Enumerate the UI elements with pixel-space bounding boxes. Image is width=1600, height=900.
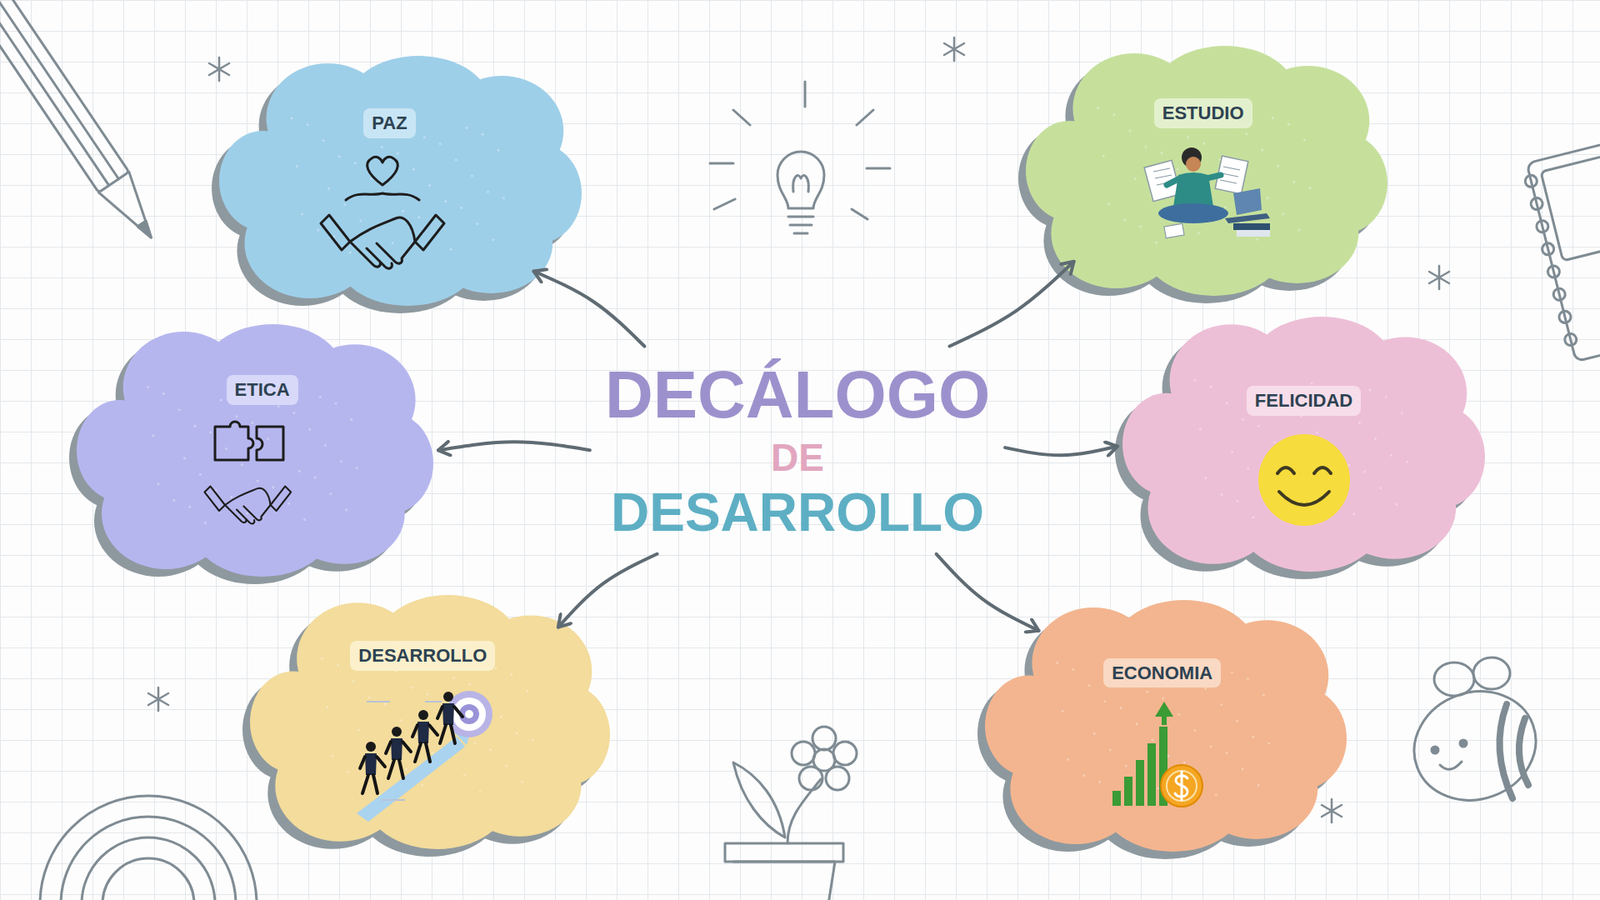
arrow-connector <box>949 261 1074 347</box>
arrow-connector <box>558 554 658 628</box>
cloud-shadow <box>242 602 603 857</box>
cloud-label: ETICA <box>226 375 299 405</box>
arrow-connector <box>438 441 590 450</box>
rainbow-doodle <box>40 795 257 900</box>
title-text: DESARROLLO <box>605 480 990 545</box>
cloud-fill <box>76 324 434 577</box>
cloud-fill <box>250 595 610 850</box>
cloud-texture <box>146 385 358 525</box>
cloud-shape <box>1025 45 1388 296</box>
cloud-fill <box>1025 45 1388 296</box>
cloud-node: FELICIDAD <box>1122 316 1485 572</box>
cloud-node: ECONOMIA <box>985 600 1347 852</box>
cloud-shape <box>985 600 1347 852</box>
pencil-doodle <box>0 0 167 248</box>
flowerpot-doodle <box>725 726 857 900</box>
title-text: DECÁLOGO <box>605 355 990 435</box>
cloud-texture <box>1194 379 1409 519</box>
study-illustration <box>1144 147 1270 239</box>
cloud-node: DESARROLLO <box>250 595 610 850</box>
arrow-connector <box>1005 446 1118 456</box>
bee-doodle <box>1399 657 1552 817</box>
arrow-connector <box>534 271 645 347</box>
cloud-texture <box>320 657 535 797</box>
lightbulb-doodle <box>710 81 890 234</box>
cloud-node: PAZ <box>219 55 582 306</box>
cloud-shape <box>76 324 434 577</box>
cloud-fill <box>985 600 1347 852</box>
cloud-node: ESTUDIO <box>1025 45 1388 296</box>
cloud-shape <box>250 595 610 850</box>
cloud-label: PAZ <box>363 108 415 139</box>
cloud-label: FELICIDAD <box>1246 385 1361 416</box>
cloud-label: ESTUDIO <box>1154 98 1253 129</box>
central-title: DECÁLOGODEDESARROLLO <box>596 350 999 550</box>
cloud-node: ETICA <box>76 324 434 577</box>
notebook-doodle <box>1520 135 1600 363</box>
cloud-label: ECONOMIA <box>1103 658 1221 689</box>
smiley-icon <box>1258 434 1350 526</box>
economy-icon <box>1112 701 1203 807</box>
cloud-label: DESARROLLO <box>350 640 495 671</box>
cloud-fill <box>1122 316 1485 572</box>
cloud-fill <box>219 55 582 306</box>
growth-illustration <box>356 690 493 822</box>
peace-icon <box>320 156 445 269</box>
cloud-shape <box>219 55 582 306</box>
cloud-shape <box>1122 316 1485 572</box>
title-text: DE <box>605 435 990 481</box>
arrow-connector <box>936 554 1040 631</box>
ethics-icon <box>205 421 292 524</box>
